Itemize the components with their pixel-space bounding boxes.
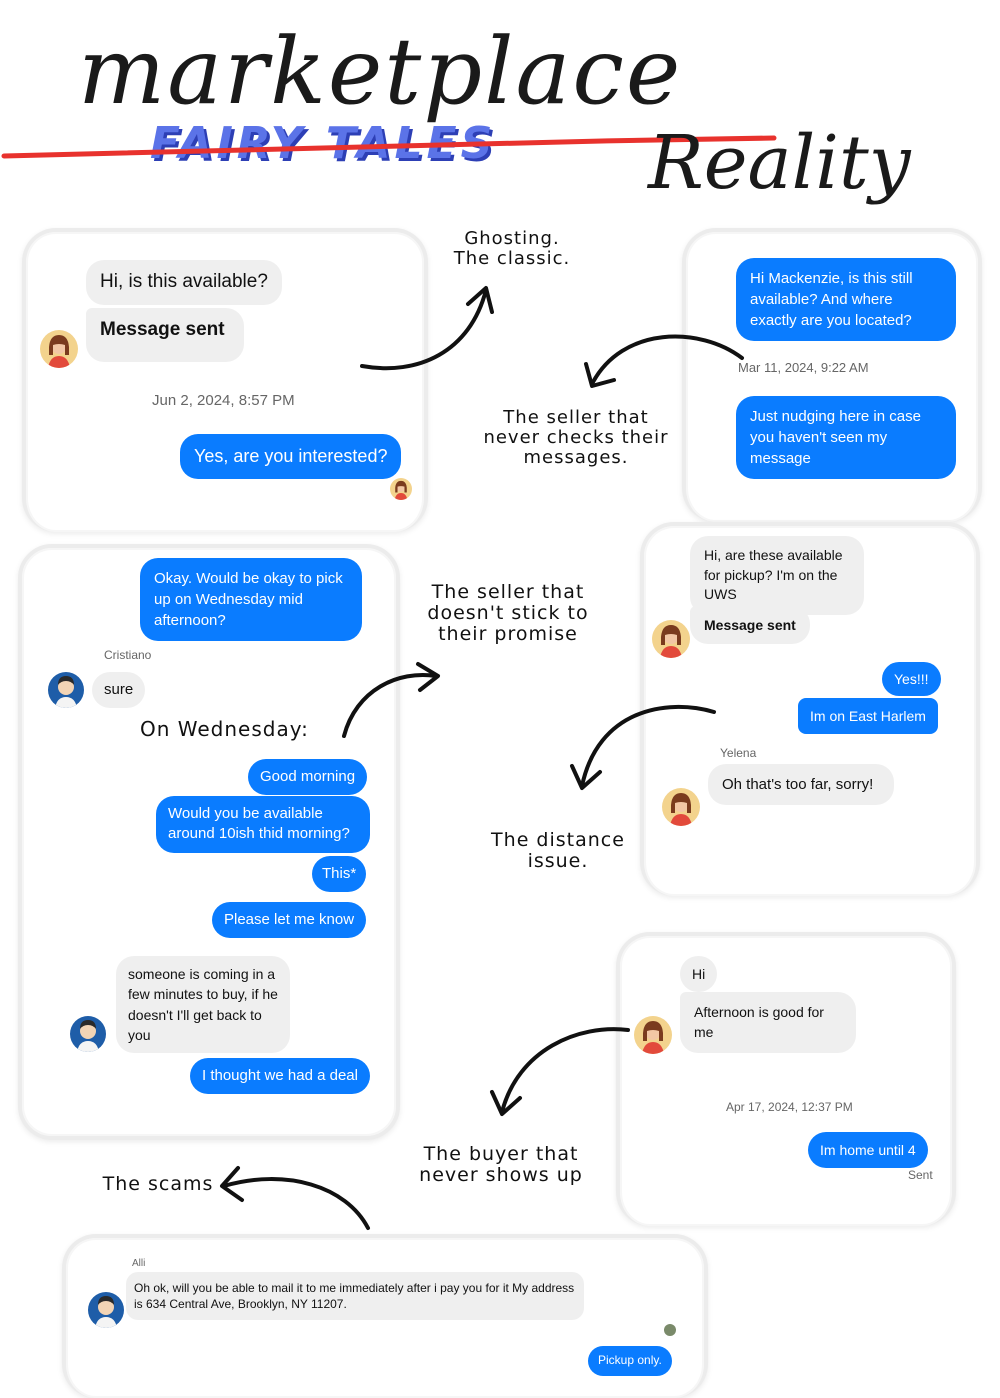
avatar	[40, 330, 78, 368]
chat-message: Yes!!!	[882, 662, 941, 697]
avatar	[88, 1292, 124, 1328]
caption-scams: The scams	[102, 1173, 214, 1195]
chat-ghosting-phone: Hi, is this available? Message sent Jun …	[22, 228, 428, 532]
avatar	[48, 672, 84, 708]
caption-on-wednesday: On Wednesday:	[140, 718, 320, 740]
chat-message: Oh ok, will you be able to mail it to me…	[126, 1272, 584, 1321]
chat-message: Im on East Harlem	[798, 698, 938, 735]
chat-message: Would you be available around 10ish thid…	[156, 796, 370, 853]
timestamp: Apr 17, 2024, 12:37 PM	[726, 1100, 853, 1114]
message-status: Sent	[908, 1168, 933, 1182]
avatar	[390, 478, 412, 500]
chat-broken-promise-phone: Okay. Would be okay to pick up on Wednes…	[18, 544, 400, 1140]
reality-title: Reality	[648, 120, 911, 206]
avatar	[652, 620, 690, 658]
caption-ghosting: Ghosting. The classic.	[453, 228, 571, 269]
chat-message: someone is coming in a few minutes to bu…	[116, 956, 290, 1054]
sender-name: Cristiano	[104, 648, 152, 662]
timestamp: Mar 11, 2024, 9:22 AM	[738, 360, 869, 375]
chat-message: Oh that's too far, sorry!	[708, 764, 894, 805]
caption-seller-promise: The seller that doesn't stick to their p…	[427, 581, 589, 645]
arrow-icon	[490, 1027, 630, 1116]
sender-name: Alli	[132, 1258, 146, 1269]
arrow-icon	[360, 286, 494, 371]
chat-message-sent-notice: Message sent	[690, 606, 810, 645]
chat-message: This*	[312, 856, 367, 892]
caption-buyer-no-show: The buyer that never shows up	[419, 1143, 583, 1186]
avatar	[662, 788, 700, 826]
caption-distance: The distance issue.	[491, 829, 625, 872]
sender-name: Yelena	[720, 746, 757, 760]
chat-message: I thought we had a deal	[190, 1058, 370, 1094]
chat-unread-phone: Hi Mackenzie, is this still available? A…	[682, 228, 982, 522]
chat-message: Hi	[680, 956, 718, 993]
arrow-icon	[570, 705, 716, 790]
avatar	[634, 1016, 672, 1054]
chat-message: Hi, are these available for pickup? I'm …	[690, 536, 864, 615]
avatar	[70, 1016, 106, 1052]
caption-seller-never-checks: The seller that never checks their messa…	[483, 407, 669, 468]
arrow-icon	[220, 1166, 370, 1230]
chat-message: sure	[92, 672, 146, 708]
chat-no-show-phone: Hi Afternoon is good for me Apr 17, 2024…	[616, 932, 956, 1226]
chat-message: Im home until 4	[808, 1132, 928, 1169]
arrow-icon	[584, 334, 744, 388]
arrow-icon	[342, 662, 440, 738]
chat-message: Hi Mackenzie, is this still available? A…	[736, 258, 956, 341]
chat-message: Just nudging here in case you haven't se…	[736, 396, 956, 479]
chat-message: Afternoon is good for me	[680, 992, 856, 1053]
chat-message: Pickup only.	[588, 1346, 672, 1376]
timestamp: Jun 2, 2024, 8:57 PM	[152, 392, 295, 409]
chat-message: Please let me know	[212, 902, 367, 938]
chat-message: Hi, is this available?	[86, 260, 282, 305]
chat-message: Yes, are you interested?	[180, 434, 402, 480]
avatar	[664, 1324, 676, 1336]
chat-message: Good morning	[248, 759, 368, 795]
chat-message: Okay. Would be okay to pick up on Wednes…	[140, 558, 362, 641]
strike-line	[1, 135, 777, 159]
chat-message-sent-notice: Message sent	[86, 308, 244, 362]
chat-scam-phone: Alli Oh ok, will you be able to mail it …	[62, 1234, 708, 1398]
page-title: marketplace	[78, 18, 683, 125]
